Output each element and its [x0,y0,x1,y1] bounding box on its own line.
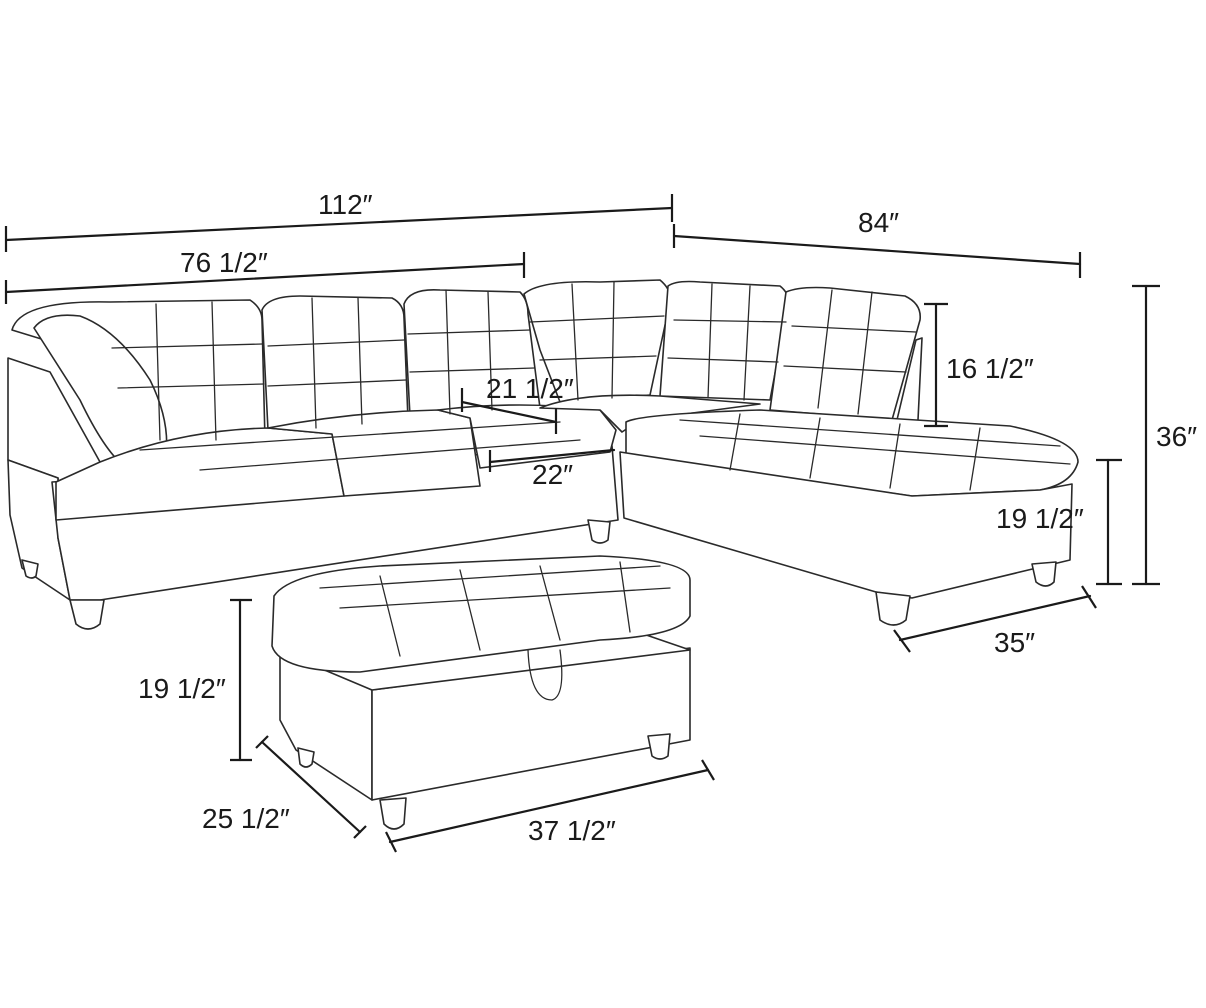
label-ottoman-height: 19 1/2″ [138,673,226,704]
label-ottoman-depth: 25 1/2″ [202,803,290,834]
dimension-labels: 112″ 76 1/2″ 84″ 16 1/2″ 36″ 21 1/2″ 22″… [138,189,1197,846]
back-cushion-5 [659,280,790,401]
sofa-leg-back [21,559,39,579]
chaise-base [619,451,1073,599]
ottoman-strap [527,649,563,701]
label-ottoman-width: 37 1/2″ [528,815,616,846]
back-cushion-2 [261,295,409,431]
label-chaise-length: 84″ [858,207,899,238]
sofa-leg-left [69,599,105,630]
label-back-height: 16 1/2″ [946,353,1034,384]
label-seat-depth: 22″ [532,459,573,490]
dimension-lines [4,194,1160,853]
ottoman-lid-tufting [319,561,671,657]
label-sofa-length: 76 1/2″ [180,247,268,278]
sectional-sofa-drawing [7,279,1079,630]
tufting-lines [111,281,1071,491]
label-chaise-seat-height: 19 1/2″ [996,503,1084,534]
ottoman-leg-front [379,797,407,830]
label-overall-length: 112″ [318,189,373,220]
ottoman-leg-right [647,733,671,760]
chaise-leg-front [875,591,911,626]
back-cushion-3 [403,288,541,417]
chaise-cushion [625,409,1079,497]
label-chaise-width: 35″ [994,627,1035,658]
storage-ottoman-drawing [271,555,691,830]
back-cushion-6 [769,286,922,421]
label-seat-depth-top: 21 1/2″ [486,373,574,404]
chaise-leg-right [1031,561,1057,587]
ottoman-leg-back [297,747,315,768]
sofa-leg-middle [587,519,611,544]
label-overall-height: 36″ [1156,421,1197,452]
ottoman-lid [271,555,691,673]
